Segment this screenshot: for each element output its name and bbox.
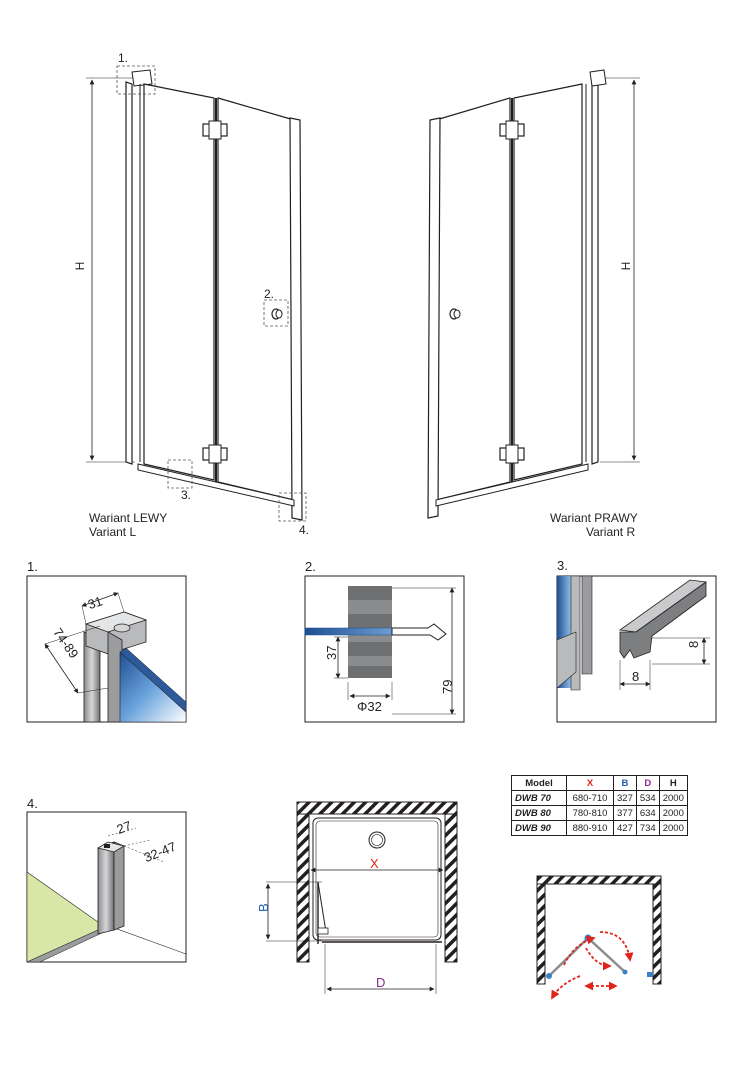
callout-4: 4. bbox=[299, 523, 309, 537]
plan-b-label: B bbox=[256, 903, 271, 912]
right-door-drawing: H bbox=[427, 69, 640, 519]
detail-4-width: 27 bbox=[115, 818, 134, 837]
callout-1: 1. bbox=[118, 51, 128, 65]
cell-d: 534 bbox=[635, 790, 660, 806]
detail-2-diameter: Φ32 bbox=[357, 699, 382, 714]
detail-1-panel bbox=[26, 575, 187, 723]
header-x: X bbox=[566, 775, 614, 791]
opening-schematic bbox=[536, 875, 662, 1000]
cell-x: 880-910 bbox=[566, 820, 614, 836]
cell-b: 377 bbox=[613, 805, 637, 821]
cell-x: 780-810 bbox=[566, 805, 614, 821]
plan-x-label: X bbox=[370, 856, 379, 871]
cell-d: 734 bbox=[635, 820, 660, 836]
cell-d: 634 bbox=[635, 805, 660, 821]
table-row: DWB 70 680-710 327 534 2000 bbox=[511, 790, 688, 806]
height-label-right: H bbox=[619, 262, 633, 271]
header-model: Model bbox=[511, 775, 567, 791]
cell-x: 680-710 bbox=[566, 790, 614, 806]
detail-3-number: 3. bbox=[557, 558, 568, 573]
height-label-left: H bbox=[73, 262, 87, 271]
callout-2: 2. bbox=[264, 287, 274, 301]
variant-right-line1: Wariant PRAWY bbox=[550, 511, 638, 525]
detail-2-height: 37 bbox=[324, 646, 339, 660]
detail-2-total: 79 bbox=[440, 680, 455, 694]
variant-right-line2: Variant R bbox=[586, 525, 635, 539]
detail-3-panel bbox=[556, 575, 717, 723]
variant-left-line2: Variant L bbox=[89, 525, 136, 539]
model-table: Model X B D H DWB 70 680-710 327 534 200… bbox=[511, 775, 688, 836]
cell-h: 2000 bbox=[658, 820, 688, 836]
detail-4-panel bbox=[26, 811, 187, 963]
detail-3-height: 8 bbox=[686, 641, 701, 648]
variant-left-line1: Wariant LEWY bbox=[89, 511, 167, 525]
cell-model: DWB 90 bbox=[511, 820, 567, 836]
detail-4-number: 4. bbox=[27, 796, 38, 811]
plan-d-label: D bbox=[376, 975, 385, 990]
cell-b: 327 bbox=[613, 790, 637, 806]
cell-h: 2000 bbox=[658, 805, 688, 821]
detail-2-number: 2. bbox=[305, 559, 316, 574]
detail-3-width: 8 bbox=[632, 669, 639, 684]
callout-3: 3. bbox=[181, 488, 191, 502]
floor-plan bbox=[265, 801, 458, 994]
table-row: DWB 80 780-810 377 634 2000 bbox=[511, 805, 688, 821]
detail-2-panel bbox=[304, 575, 465, 723]
table-header-row: Model X B D H bbox=[511, 775, 688, 791]
left-door-drawing: H bbox=[73, 65, 307, 522]
cell-b: 427 bbox=[613, 820, 637, 836]
detail-1-number: 1. bbox=[27, 559, 38, 574]
cell-model: DWB 80 bbox=[511, 805, 567, 821]
header-b: B bbox=[613, 775, 637, 791]
cell-model: DWB 70 bbox=[511, 790, 567, 806]
header-h: H bbox=[658, 775, 688, 791]
cell-h: 2000 bbox=[658, 790, 688, 806]
table-row: DWB 90 880-910 427 734 2000 bbox=[511, 820, 688, 836]
header-d: D bbox=[635, 775, 660, 791]
detail-1-width: 31 bbox=[86, 593, 104, 612]
